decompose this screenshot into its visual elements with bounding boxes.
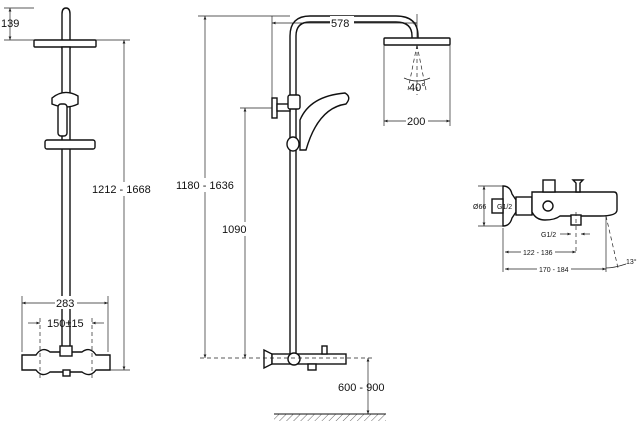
mixer-body xyxy=(531,191,618,221)
riser-and-arm xyxy=(289,15,419,356)
dim-depth-min: 122 - 136 xyxy=(523,250,553,257)
hand-shower xyxy=(299,92,350,151)
thermostat-bottom-outlet xyxy=(62,369,71,377)
overhead-shower-head xyxy=(33,39,97,48)
dim-valve-height: 1090 xyxy=(222,224,246,236)
thermostat-outlet xyxy=(59,345,73,357)
dim-head-width: 200 xyxy=(407,116,425,128)
dim-spout-angle: 13° xyxy=(626,258,637,266)
dim-thread-inlet: G1/2 xyxy=(497,204,512,211)
slide-bracket xyxy=(44,139,96,150)
dim-centers: 150±15 xyxy=(47,318,84,330)
front-view: 139 1212 - 1668 283 150±15 xyxy=(1,7,154,378)
dim-arm-reach: 578 xyxy=(331,18,349,30)
dim-top-height: 139 xyxy=(1,18,19,30)
inlet-connector xyxy=(491,198,504,214)
dim-width: 283 xyxy=(56,298,74,310)
dim-depth-max: 170 - 184 xyxy=(539,267,569,274)
dim-spray-angle: 40° xyxy=(409,82,426,94)
wall-flange xyxy=(263,348,273,370)
mixer-side-view: Ø66 G1/2 G1/2 122 - 136 170 - 184 13° xyxy=(473,179,637,274)
top-connector xyxy=(542,179,556,193)
diverter-button xyxy=(571,179,585,193)
diverter-knob xyxy=(271,97,278,119)
thermostat-body xyxy=(271,353,347,365)
floor-hatch xyxy=(274,414,386,421)
overhead-shower-head xyxy=(383,37,451,46)
slide-bracket xyxy=(286,136,300,152)
side-view-column: 40° 578 200 1180 - 1636 1090 6 xyxy=(174,14,451,421)
dim-thread-outlet: G1/2 xyxy=(541,232,556,239)
dim-floor-height: 600 - 900 xyxy=(338,382,384,394)
dim-total-height-front: 1212 - 1668 xyxy=(92,184,151,196)
dim-flange-diameter: Ø66 xyxy=(473,204,486,211)
dim-total-height-side: 1180 - 1636 xyxy=(176,180,234,192)
shower-arm xyxy=(61,7,71,49)
hand-shower-handle xyxy=(57,103,68,137)
